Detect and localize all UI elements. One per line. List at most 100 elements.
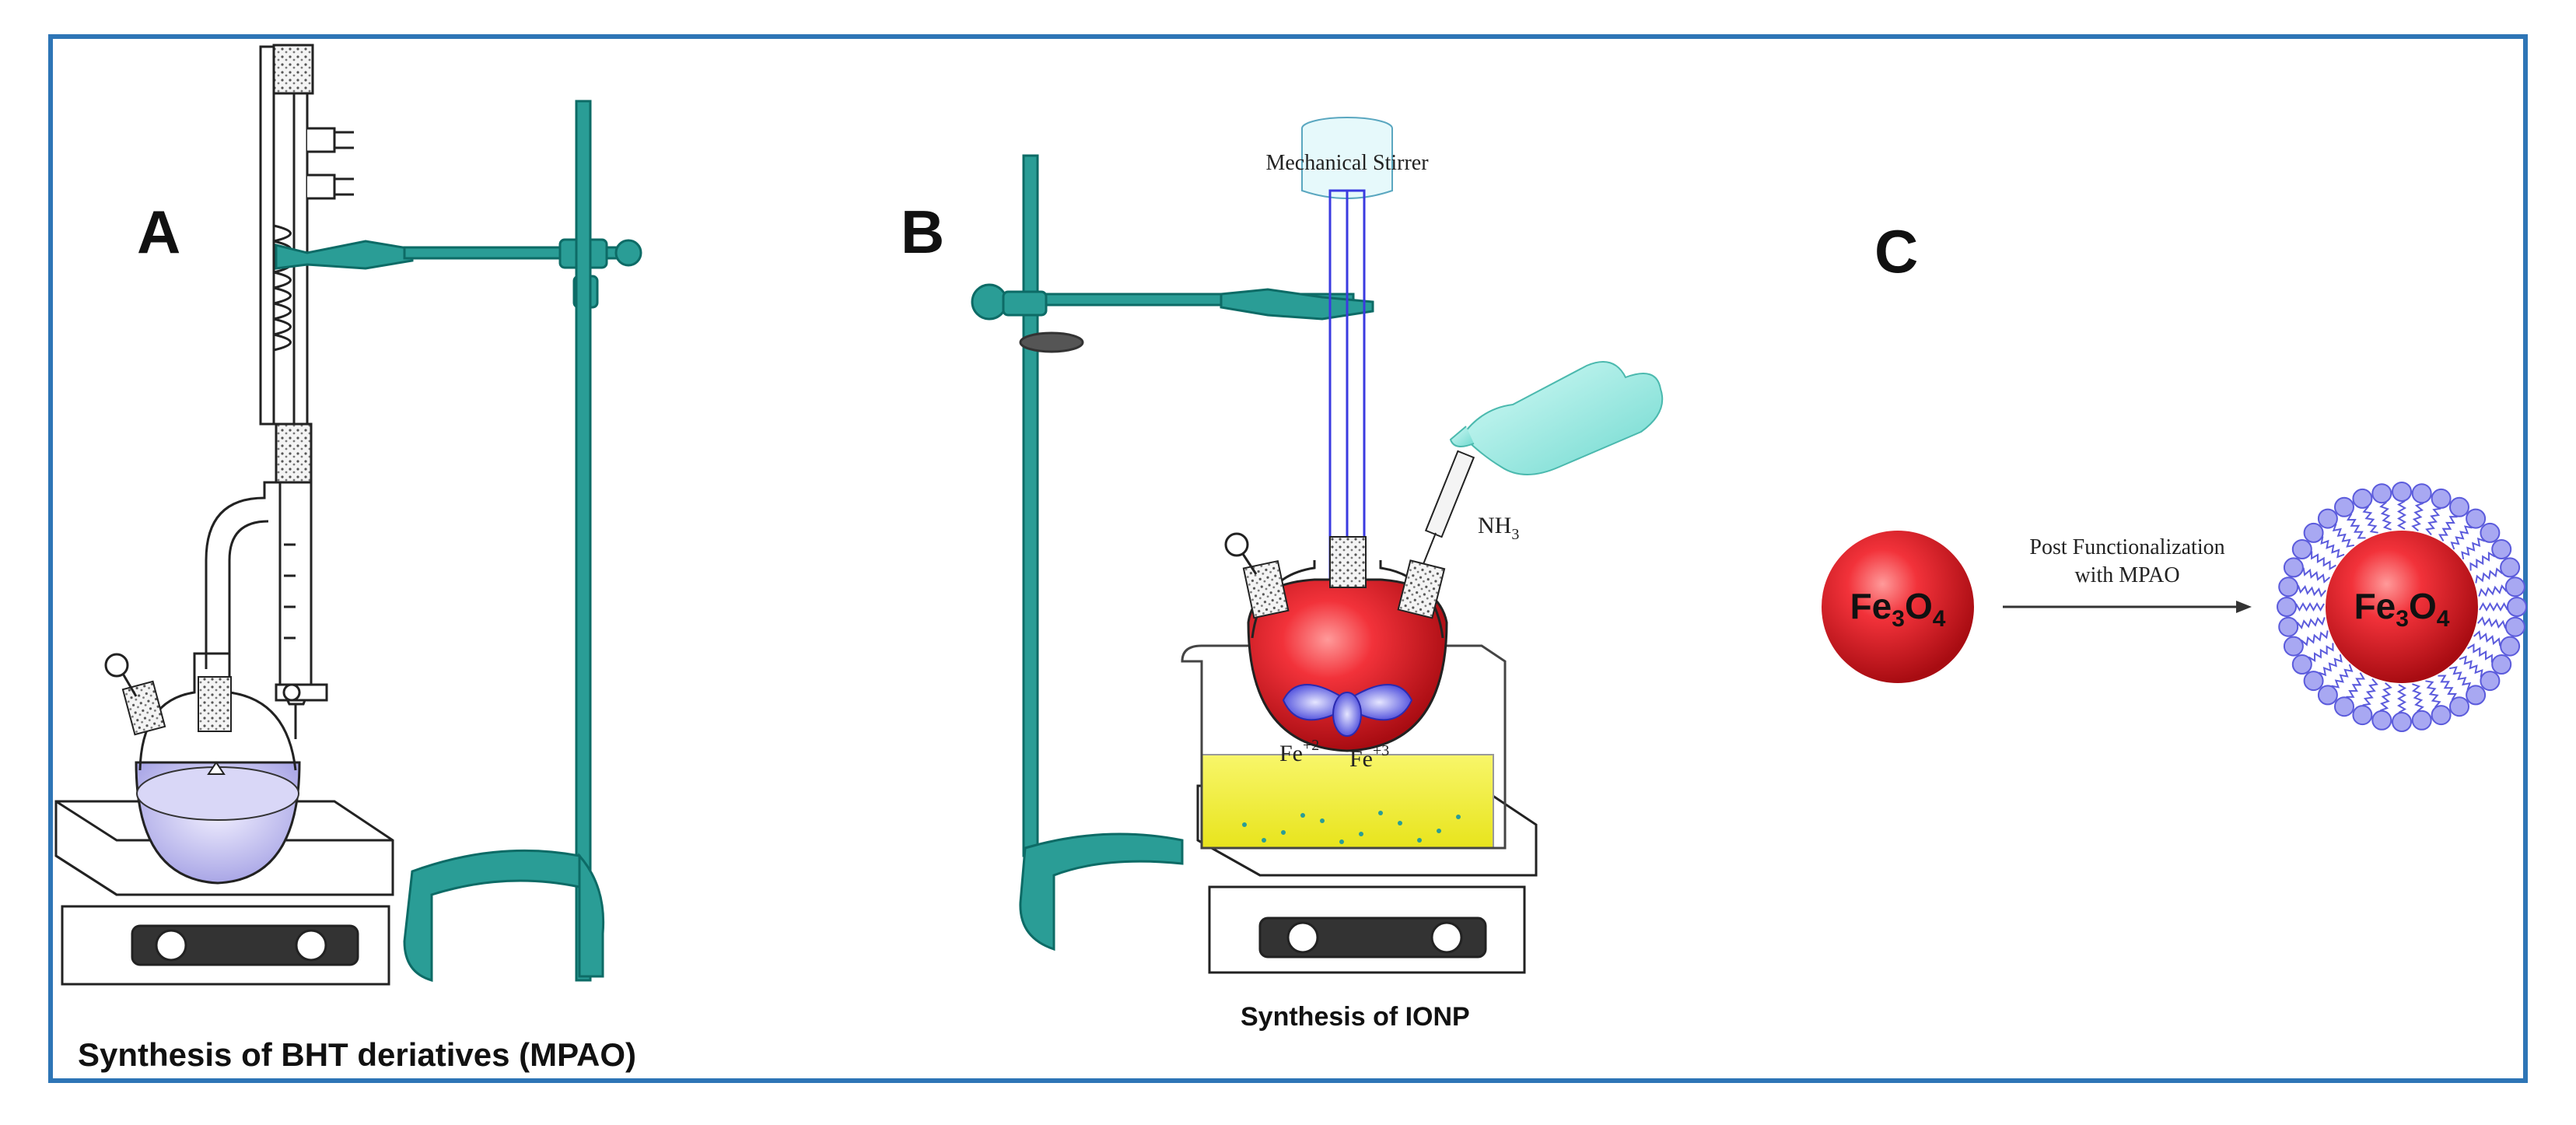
panel-a: A xyxy=(54,44,642,1073)
ligand-head xyxy=(2504,577,2525,598)
panel-a-letter: A xyxy=(137,198,180,266)
ligand-chain xyxy=(2479,601,2508,612)
ligand-head xyxy=(2500,557,2521,578)
ligand-head xyxy=(2480,671,2501,692)
ligand-head xyxy=(2278,577,2299,598)
ion-fe2-label: Fe+2 xyxy=(1279,737,1319,766)
ligand-head xyxy=(2392,482,2412,502)
ligand-chain xyxy=(2297,584,2326,598)
ligand-chain xyxy=(2477,616,2507,629)
ligand-chain xyxy=(2461,537,2486,559)
ligand-chain xyxy=(2473,630,2501,647)
ligand-head xyxy=(2334,696,2354,717)
dean-stark-apparatus xyxy=(205,44,354,739)
ligand-chain xyxy=(2478,584,2508,597)
panel-c-letter: C xyxy=(1874,217,1918,286)
ligand-head xyxy=(2480,522,2501,543)
gloved-hand-syringe: NH3 xyxy=(1423,361,1664,565)
mpao-ligand-shell xyxy=(2277,482,2527,732)
ligand-head xyxy=(2491,654,2512,675)
round-bottom-flask-a xyxy=(104,652,301,885)
ion-fe3-label: Fe+3 xyxy=(1349,742,1389,772)
ligand-chain xyxy=(2449,666,2472,691)
ligand-chain xyxy=(2396,684,2407,713)
bare-particle-label: Fe3O4 xyxy=(1850,586,1946,632)
ligand-chain xyxy=(2396,500,2407,530)
ligand-chain xyxy=(2438,675,2457,701)
ligand-chain xyxy=(2379,682,2392,712)
ligand-chain xyxy=(2412,683,2424,713)
ligand-chain xyxy=(2347,513,2366,539)
ligand-head xyxy=(2466,508,2487,529)
ligand-head xyxy=(2277,597,2297,617)
ligand-chain xyxy=(2425,507,2441,536)
ligand-head xyxy=(2491,539,2512,559)
panel-b-caption: Synthesis of IONP xyxy=(1241,1002,1470,1032)
ligand-chain xyxy=(2331,664,2354,689)
ligand-chain xyxy=(2320,536,2345,559)
ligand-head xyxy=(2371,483,2392,504)
ligand-head xyxy=(2449,496,2469,517)
panel-a-caption: Synthesis of BHT deriatives (MPAO) xyxy=(78,1036,636,1073)
ligand-head xyxy=(2283,636,2304,657)
ligand-head xyxy=(2411,483,2432,504)
ligand-chain xyxy=(2362,678,2378,706)
functionalized-nanoparticle: Fe3O4 xyxy=(2277,482,2527,732)
ligand-chain xyxy=(2459,655,2483,678)
ligand-head xyxy=(2291,654,2312,675)
ligand-head xyxy=(2278,616,2299,637)
retort-stand-b xyxy=(971,154,1374,952)
ligand-chain xyxy=(2302,567,2331,584)
panel-c: C Fe3O4 Post Functionalization with MPAO… xyxy=(1822,217,2527,732)
ligand-head xyxy=(2466,685,2487,706)
ligand-head xyxy=(2283,557,2304,578)
ligand-head xyxy=(2507,597,2527,617)
ligand-chain xyxy=(2301,630,2329,647)
arrow-label-line2: with MPAO xyxy=(2074,563,2179,587)
stirrer-label: Mechanical Stirrer xyxy=(1265,151,1429,175)
ligand-chain xyxy=(2425,680,2441,708)
bare-nanoparticle: Fe3O4 xyxy=(1822,531,1974,683)
ligand-chain xyxy=(2438,516,2458,541)
ligand-chain xyxy=(2311,551,2336,570)
ligand-chain xyxy=(2379,501,2392,531)
panel-b-letter: B xyxy=(901,198,944,266)
three-neck-flask: Fe+2 Fe+3 xyxy=(1224,532,1448,772)
ligand-chain xyxy=(2295,601,2325,612)
ligand-head xyxy=(2334,496,2354,517)
ligand-head xyxy=(2317,685,2338,706)
ligand-head xyxy=(2449,696,2469,717)
oil-bath-beaker xyxy=(1181,644,1507,850)
ligand-chain xyxy=(2308,643,2334,662)
functionalization-arrow: Post Functionalization with MPAO xyxy=(2003,535,2252,613)
ligand-chain xyxy=(2475,567,2503,584)
functionalized-particle-label: Fe3O4 xyxy=(2354,586,2450,632)
panel-b: B Mechanical Stirrer xyxy=(901,117,1664,1032)
ligand-head xyxy=(2303,522,2324,543)
ligand-head xyxy=(2392,712,2412,732)
ligand-chain xyxy=(2469,552,2496,571)
ligand-head xyxy=(2504,616,2525,637)
ligand-chain xyxy=(2296,617,2326,629)
ligand-head xyxy=(2431,488,2452,509)
ligand-head xyxy=(2411,710,2432,731)
ligand-head xyxy=(2352,488,2373,509)
ligand-head xyxy=(2431,705,2452,726)
ligand-chain xyxy=(2362,506,2378,534)
ligand-chain xyxy=(2346,672,2365,698)
ligand-head xyxy=(2371,710,2392,731)
arrow-label-line1: Post Functionalization xyxy=(2029,535,2224,559)
ligand-head xyxy=(2291,539,2312,559)
retort-stand-a xyxy=(275,100,642,982)
ligand-head xyxy=(2352,705,2373,726)
ligand-chain xyxy=(2318,654,2343,677)
ligand-head xyxy=(2317,508,2338,529)
ligand-chain xyxy=(2467,643,2493,663)
ligand-chain xyxy=(2411,502,2424,531)
ligand-head xyxy=(2500,636,2521,657)
ligand-chain xyxy=(2450,525,2473,550)
ligand-chain xyxy=(2332,523,2354,548)
ligand-head xyxy=(2303,671,2324,692)
reagent-label: NH3 xyxy=(1478,513,1519,543)
